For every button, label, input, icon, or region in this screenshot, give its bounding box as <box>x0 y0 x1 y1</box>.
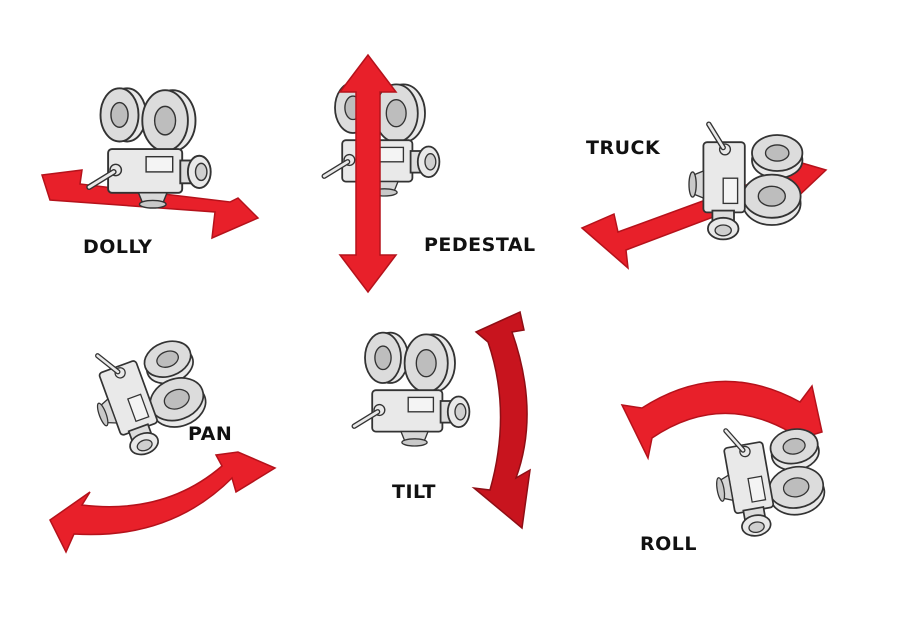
pedestal-diagram: PEDESTAL <box>324 53 536 294</box>
truck-camera-icon <box>689 124 802 239</box>
truck-label: TRUCK <box>586 137 661 159</box>
tilt-diagram: TILT <box>354 310 531 530</box>
pan-diagram: PAN <box>49 325 277 554</box>
roll-arrow <box>620 380 823 461</box>
tilt-label: TILT <box>392 481 436 503</box>
dolly-diagram: DOLLY <box>41 88 260 258</box>
roll-label: ROLL <box>640 533 697 555</box>
pan-label: PAN <box>188 423 232 445</box>
pan-arrow <box>49 451 277 554</box>
pedestal-arrow <box>338 53 398 294</box>
truck-diagram: TRUCK <box>580 124 828 270</box>
dolly-label: DOLLY <box>83 236 152 258</box>
roll-diagram: ROLL <box>620 380 832 555</box>
pedestal-camera-icon <box>324 83 439 196</box>
dolly-camera-icon <box>89 88 211 208</box>
tilt-camera-icon <box>354 333 469 446</box>
roll-camera-icon <box>707 415 831 541</box>
pedestal-label: PEDESTAL <box>424 234 536 256</box>
tilt-arrow <box>471 310 531 530</box>
